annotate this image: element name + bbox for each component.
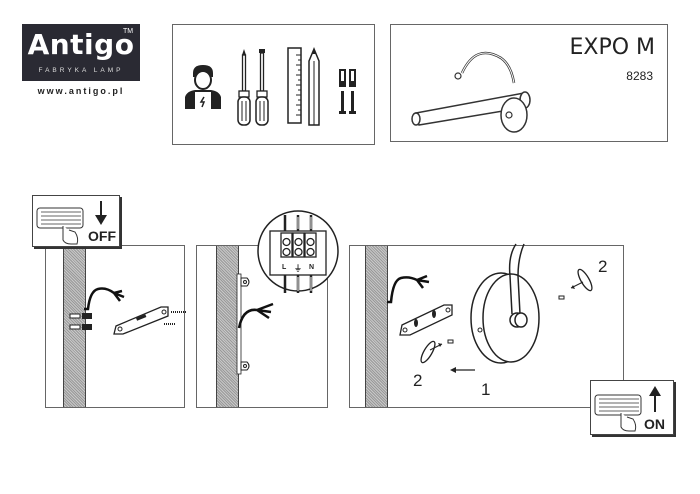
power-cable-icon xyxy=(84,287,125,311)
terminal-block-detail xyxy=(257,210,339,293)
lamp-illustration xyxy=(411,51,531,133)
wall-plugs-icon xyxy=(69,313,92,330)
required-tools-panel xyxy=(172,24,375,145)
flat-screwdriver-icon xyxy=(255,49,269,126)
step-label-2-right: 2 xyxy=(598,257,608,276)
step-label-1: 1 xyxy=(481,380,491,399)
terminal-label-earth: ⏚ xyxy=(294,264,302,273)
power-switch-off: OFF xyxy=(32,195,120,247)
brand-trademark: TM xyxy=(123,28,134,35)
wall xyxy=(216,246,239,407)
power-switch-on: ON xyxy=(590,380,674,435)
brand-url: www.antigo.pl xyxy=(37,86,125,96)
terminal-label-l: L xyxy=(282,264,287,271)
mounting-bracket-icon xyxy=(113,306,186,335)
phillips-screwdriver-icon xyxy=(237,49,251,126)
wall xyxy=(365,246,388,407)
wall-plugs-screws-icon xyxy=(339,69,356,114)
electrician-icon xyxy=(185,65,221,109)
power-cable-icon xyxy=(387,274,430,304)
on-label: ON xyxy=(644,416,665,432)
step-3-attach-lamp: 1 2 2 xyxy=(349,243,624,408)
lamp-base-icon xyxy=(470,243,540,364)
circuit-breaker-icon xyxy=(594,394,642,432)
terminal-label-n: N xyxy=(309,264,315,271)
arrow-up-icon xyxy=(649,386,661,412)
mounting-bracket-icon xyxy=(399,304,453,336)
product-panel: EXPO M 8283 xyxy=(390,24,668,142)
arrow-down-icon xyxy=(95,201,107,225)
brand-tagline: FABRYKA LAMP xyxy=(38,67,124,74)
off-label: OFF xyxy=(88,228,116,244)
pencil-icon xyxy=(308,47,320,126)
step-label-2-left: 2 xyxy=(413,371,423,390)
arrow-left-icon xyxy=(450,367,475,373)
brand-name: Antigo xyxy=(27,28,135,61)
brand-logo: Antigo TM FABRYKA LAMP xyxy=(22,24,140,81)
decorative-cap-left-icon xyxy=(420,339,454,364)
product-code: 8283 xyxy=(626,69,653,83)
decorative-cap-right-icon xyxy=(558,268,593,300)
circuit-breaker-icon xyxy=(36,207,84,245)
step-1-mount-bracket xyxy=(45,245,186,408)
product-name: EXPO M xyxy=(569,35,655,60)
bracket-on-wall-icon xyxy=(236,273,274,375)
ruler-icon xyxy=(287,47,302,124)
